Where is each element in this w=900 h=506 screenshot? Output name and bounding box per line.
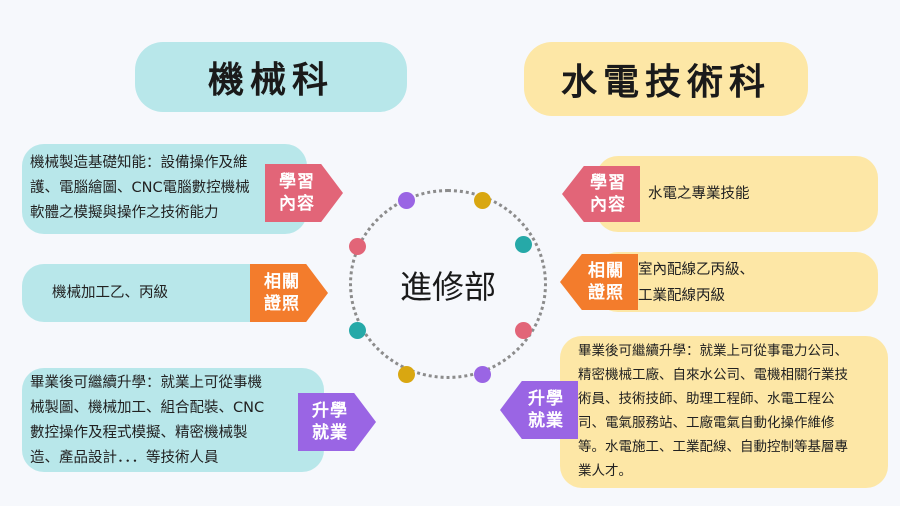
elec-license-tag: 相關 證照 [560, 254, 638, 310]
elec-learning-box: 水電之專業技能 [596, 156, 878, 232]
mech-license-line: 機械加工乙、丙級 [52, 285, 168, 301]
mech-learning-box: 機械製造基礎知能：設備操作及維 護、電腦繪圖、CNC電腦數控機械 軟體之模擬與操… [22, 144, 307, 234]
tag-label: 證照 [588, 283, 624, 303]
tag-label: 相關 [264, 272, 300, 292]
ring-dot [474, 192, 491, 209]
mech-learning-line: 護、電腦繪圖、CNC電腦數控機械 [30, 180, 250, 196]
elec-career-line: 業人才。 [578, 463, 632, 479]
elec-license-line: 室內配線乙丙級、 [638, 262, 754, 278]
tag-label: 就業 [528, 411, 564, 431]
center-ring [349, 189, 547, 379]
center-label: 進修部 [399, 268, 496, 306]
ring-dot [474, 366, 491, 383]
elec-career-box: 畢業後可繼續升學：就業上可從事電力公司、 精密機械工廠、自來水公司、電機相關行業… [560, 336, 888, 488]
ring-dot [515, 322, 532, 339]
elec-career-line: 術員、技術技師、助理工程師、水電工程公 [578, 391, 835, 407]
mech-career-tag: 升學 就業 [298, 393, 376, 451]
tag-label: 升學 [312, 401, 348, 421]
mech-career-line: 畢業後可繼續升學：就業上可從事機 [30, 375, 262, 391]
ring-dot [349, 238, 366, 255]
elec-learning-tag: 學習 內容 [562, 166, 640, 222]
tag-label: 內容 [279, 194, 315, 214]
mech-career-line: 數控操作及程式模擬、精密機械製 [30, 425, 248, 441]
tag-label: 相關 [588, 261, 624, 281]
mech-license-tag: 相關 證照 [250, 264, 328, 322]
mech-career-line: 造、產品設計．．．等技術人員 [30, 450, 219, 466]
elec-career-tag: 升學 就業 [500, 381, 578, 439]
ring-dot [515, 236, 532, 253]
elec-career-line: 等。水電施工、工業配線、自動控制等基層專 [578, 439, 848, 455]
electrical-dept-title: 水電技術科 [524, 42, 808, 116]
elec-license-line: 工業配線丙級 [638, 288, 725, 304]
tag-label: 內容 [590, 195, 626, 215]
mech-learning-tag: 學習 內容 [265, 164, 343, 222]
mech-learning-line: 軟體之模擬與操作之技術能力 [30, 205, 219, 221]
elec-career-line: 畢業後可繼續升學：就業上可從事電力公司、 [578, 343, 848, 359]
mech-career-line: 械製圖、機械加工、組合配裝、CNC [30, 400, 265, 416]
tag-label: 學習 [590, 173, 626, 193]
tag-label: 就業 [312, 423, 348, 443]
mechanical-dept-title: 機械科 [135, 42, 407, 112]
mech-learning-line: 機械製造基礎知能：設備操作及維 [30, 155, 248, 171]
tag-label: 升學 [528, 389, 564, 409]
ring-dot [349, 322, 366, 339]
elec-license-box: 室內配線乙丙級、 工業配線丙級 [596, 252, 878, 312]
ring-dot [398, 192, 415, 209]
ring-dot [398, 366, 415, 383]
elec-career-line: 精密機械工廠、自來水公司、電機相關行業技 [578, 367, 848, 383]
mech-career-box: 畢業後可繼續升學：就業上可從事機 械製圖、機械加工、組合配裝、CNC 數控操作及… [22, 368, 324, 472]
elec-career-line: 司、電氣服務站、工廠電氣自動化操作維修 [578, 415, 835, 431]
elec-learning-line: 水電之專業技能 [648, 186, 750, 202]
tag-label: 學習 [279, 172, 315, 192]
tag-label: 證照 [264, 294, 300, 314]
